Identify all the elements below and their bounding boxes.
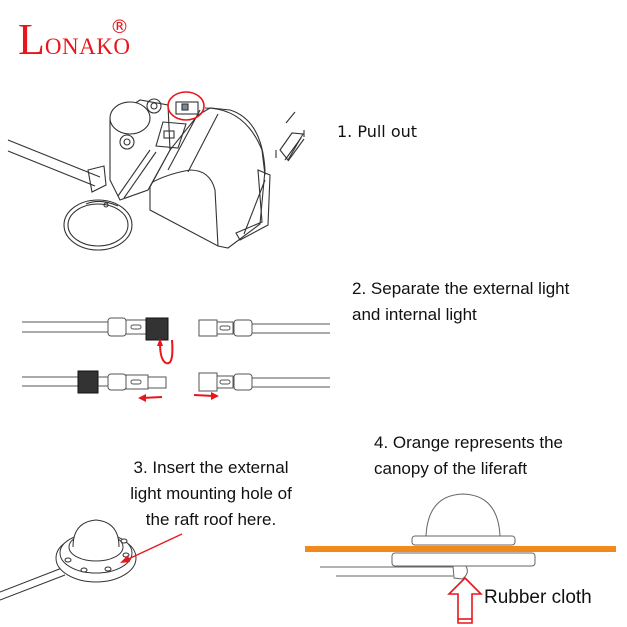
connector-socket [198, 319, 218, 337]
pull-right-arrow [193, 394, 215, 397]
logo-rest: ONAKO [44, 34, 131, 59]
step3-line: light mounting hole of [130, 484, 292, 503]
step4-canopy-cross-section [320, 493, 536, 580]
brand-logo: LONAKO ® [18, 15, 131, 64]
connector-nut [145, 317, 169, 341]
top-flange [411, 535, 516, 546]
rotate-arrow [159, 339, 174, 365]
step3-pointer-arrow [120, 533, 183, 563]
plug-connector [175, 101, 199, 115]
rubber-cloth-arrow [447, 576, 483, 624]
switch-button [163, 130, 175, 139]
step1-caption: 1. Pull out [337, 122, 418, 141]
step3-line: 3. Insert the external [133, 458, 289, 477]
step2-caption: 2. Separate the external light and inter… [352, 276, 569, 328]
housing-curve [204, 107, 266, 176]
canopy-orange-band [305, 546, 616, 552]
cable-line [7, 139, 101, 178]
step1-light-unit-illustration [7, 98, 305, 251]
cable-line [7, 150, 96, 187]
cable-clip [87, 165, 107, 193]
rubber-cloth-clamp [452, 565, 468, 580]
connector-nut [77, 370, 99, 394]
step3-line: the raft roof here. [145, 510, 277, 529]
step2-arrows [138, 338, 219, 402]
step3-caption: 3. Insert the external light mounting ho… [113, 455, 309, 533]
dome-cap [109, 101, 151, 135]
screw-bottom [119, 134, 135, 150]
step4-line: 4. Orange represents the [374, 433, 564, 452]
bottom-flange [391, 552, 536, 567]
lanyard-ring [63, 199, 133, 251]
side-rail [235, 169, 271, 241]
step2-connector-illustration [22, 317, 330, 394]
housing-front [139, 169, 219, 247]
switch-panel [155, 121, 187, 149]
screw-top [146, 98, 162, 114]
step2-line: 2. Separate the external light [352, 279, 570, 298]
connector-grip [107, 317, 127, 337]
step4-line: canopy of the liferaft [374, 459, 528, 478]
step3-light-base-illustration [0, 519, 137, 601]
registered-mark: ® [110, 16, 129, 38]
step2-line: and internal light [352, 305, 477, 324]
step4-caption: 4. Orange represents the canopy of the l… [374, 430, 563, 482]
highlight-circle [167, 91, 205, 121]
pulled-out-plug [279, 132, 304, 161]
rubber-cloth-label: Rubber cloth [484, 587, 592, 608]
dome-profile [425, 493, 501, 537]
dome [72, 519, 120, 548]
logo-initial: L [18, 15, 45, 64]
